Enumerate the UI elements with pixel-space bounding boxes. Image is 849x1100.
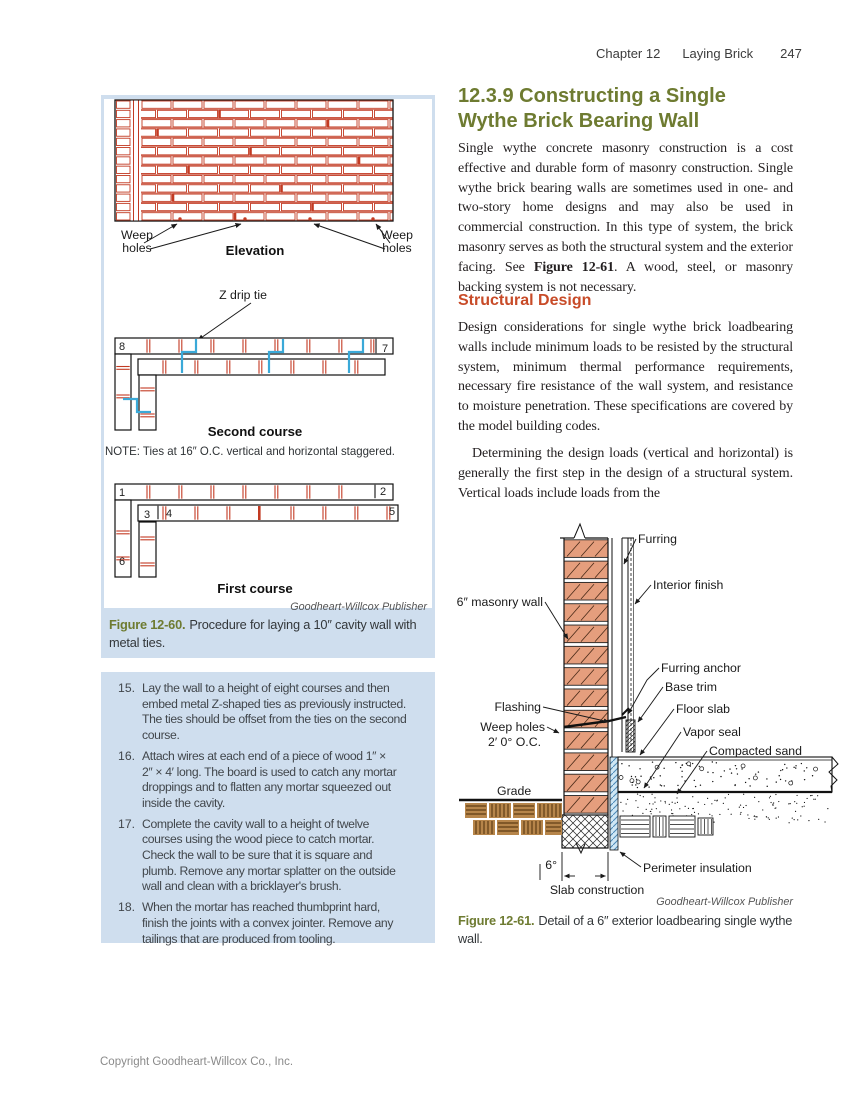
note-text: NOTE: Ties at 16″ O.C. vertical and hori… — [105, 444, 395, 458]
weep-holes-spacing-label: 2′ 0° O.C. — [488, 735, 541, 749]
figure-12-61-caption-text: Detail of a 6″ exterior loadbearing sing… — [458, 913, 793, 946]
loads-paragraph-block: Determining the design loads (vertical a… — [458, 444, 793, 503]
figure-reference: Figure 12-61 — [533, 259, 614, 275]
intro-paragraph-text: Single wythe concrete masonry constructi… — [458, 141, 793, 275]
structural-design-heading: Structural Design — [458, 292, 592, 309]
dimension-label: 6° — [545, 858, 557, 872]
section-heading-line2: Wythe Brick Bearing Wall — [458, 110, 700, 132]
figure-12-61-caption-label: Figure 12-61. — [458, 913, 535, 928]
section-heading-block: 12.3.9 Constructing a Single Wythe Brick… — [458, 84, 793, 134]
design-paragraph: Design considerations for single wythe b… — [458, 320, 793, 434]
subheading-block: Structural Design — [458, 292, 793, 310]
list-item: 16. Attach wires at each end of a piece o… — [111, 749, 406, 812]
brick-number-2: 2 — [380, 486, 386, 498]
floor-slab-label: Floor slab — [676, 702, 730, 716]
section-heading: 12.3.9 Constructing a Single Wythe Brick… — [458, 84, 793, 134]
furring-anchor-label: Furring anchor — [661, 661, 741, 675]
z-drip-tie-label: Z drip tie — [219, 288, 267, 302]
flashing-label: Flashing — [495, 700, 542, 714]
chapter-title: Laying Brick — [682, 46, 754, 61]
step-number: 17. — [118, 816, 135, 831]
figure-12-61-credit: Goodheart-Willcox Publisher — [656, 896, 793, 908]
step-number: 15. — [118, 681, 135, 695]
list-item: 17. Complete the cavity wall to a height … — [111, 817, 406, 896]
brick-number-8: 8 — [119, 341, 125, 353]
weep-holes-left-label: Weep — [121, 228, 153, 242]
step-text: Lay the wall to a height of eight course… — [142, 681, 407, 743]
weep-holes-right-label: Weep — [381, 228, 413, 242]
weep-holes-left-label2: holes — [122, 241, 151, 255]
list-item: 18. When the mortar has reached thumbprin… — [111, 900, 406, 947]
brick-number-7: 7 — [382, 343, 388, 355]
procedure-steps-box: 15. Lay the wall to a height of eight cou… — [101, 672, 435, 946]
chapter-number: Chapter 12 — [596, 46, 661, 61]
step-number: 16. — [118, 748, 135, 763]
elevation-label: Elevation — [226, 243, 285, 258]
brick-number-3: 3 — [144, 509, 150, 521]
vapor-seal-label: Vapor seal — [683, 725, 741, 739]
procedure-steps-list: 15. Lay the wall to a height of eight cou… — [111, 681, 407, 952]
weep-holes-label: Weep holes — [480, 720, 545, 734]
step-text: Attach wires at each end of a piece of w… — [142, 748, 397, 810]
figure-12-60-diagram: Weep holes Weep holes Elevation Z drip t… — [105, 99, 413, 596]
second-course-label: Second course — [208, 424, 303, 439]
first-course-label: First course — [217, 581, 293, 596]
figure-12-61-caption: Figure 12-61.Detail of a 6″ exterior loa… — [458, 912, 796, 948]
section-heading-line1: 12.3.9 Constructing a Single — [458, 85, 726, 107]
intro-paragraph-tail: . A wood, steel, or masonry backing syst… — [458, 259, 793, 295]
running-head: Chapter 12 Laying Brick 247 — [596, 46, 802, 61]
base-trim-label: Base trim — [665, 680, 717, 694]
figure-12-60-panel: Weep holes Weep holes Elevation Z drip t… — [104, 99, 432, 608]
interior-finish-label: Interior finish — [653, 578, 724, 592]
weep-holes-right-label2: holes — [382, 241, 411, 255]
step-text: Complete the cavity wall to a height of … — [142, 816, 396, 894]
brick-number-6: 6 — [119, 556, 125, 568]
slab-construction-label: Slab construction — [550, 883, 644, 897]
brick-number-4: 4 — [166, 508, 172, 520]
perimeter-insulation-label: Perimeter insulation — [643, 861, 752, 875]
figure-12-60-caption-text: Procedure for laying a 10″ cavity wall w… — [109, 617, 417, 650]
figure-12-61-diagram: Furring Interior finish 6″ masonry wall … — [457, 522, 839, 897]
compacted-sand-label: Compacted sand — [709, 744, 802, 758]
step-number: 18. — [118, 900, 135, 915]
intro-paragraph-block: Single wythe concrete masonry constructi… — [458, 139, 793, 297]
masonry-wall-label: 6″ masonry wall — [457, 595, 543, 609]
figure-12-60-credit: Goodheart-Willcox Publisher — [290, 601, 427, 613]
brick-number-5: 5 — [389, 506, 395, 518]
figure-12-60-caption: Figure 12-60.Procedure for laying a 10″ … — [109, 616, 431, 652]
copyright-line: Copyright Goodheart-Willcox Co., Inc. — [100, 1056, 294, 1068]
grade-label: Grade — [497, 784, 531, 798]
intro-paragraph: Single wythe concrete masonry constructi… — [458, 139, 793, 297]
brick-number-1: 1 — [119, 487, 125, 499]
loads-paragraph: Determining the design loads (vertical a… — [458, 446, 793, 501]
furring-label: Furring — [638, 532, 677, 546]
step-text: When the mortar has reached thumbprint h… — [142, 900, 394, 946]
page-number: 247 — [780, 46, 802, 61]
list-item: 15. Lay the wall to a height of eight cou… — [111, 681, 407, 744]
design-paragraph-block: Design considerations for single wythe b… — [458, 318, 793, 437]
figure-12-60-box: Weep holes Weep holes Elevation Z drip t… — [101, 95, 435, 658]
figure-12-60-caption-label: Figure 12-60. — [109, 617, 186, 632]
